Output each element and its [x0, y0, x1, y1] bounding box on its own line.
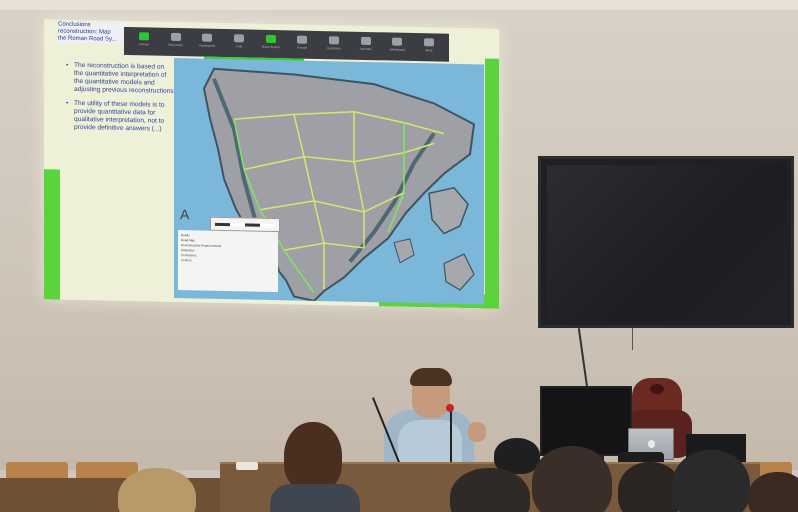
- chair-back-holes: [650, 384, 664, 394]
- video-icon: [170, 32, 181, 42]
- speaker-hand: [468, 422, 486, 442]
- slide-bullets: The reconstruction is based on the quant…: [66, 62, 174, 140]
- island: [393, 238, 415, 264]
- apple-logo-icon: [648, 440, 655, 448]
- coast-ridge: [348, 132, 436, 263]
- island: [443, 253, 475, 291]
- button-label: Unmute: [138, 42, 150, 47]
- map-legend: Roads Road Map Reconstructed Roads netwo…: [178, 230, 278, 293]
- legend-row: Centres: [181, 258, 192, 263]
- record-icon: [297, 35, 308, 44]
- speaker-shirt: [398, 420, 462, 466]
- audience-chair: [6, 462, 68, 480]
- button-label: Record: [297, 45, 308, 50]
- tv-screen: [547, 165, 787, 321]
- north-arrow-icon: A: [180, 206, 190, 223]
- slide-map: A Roads Road Map Reconstructed Roads net…: [174, 57, 484, 305]
- record-button[interactable]: Record: [287, 33, 319, 56]
- slide-accent-left: [44, 169, 60, 300]
- desk-monitor: [540, 386, 632, 456]
- audience-head: [532, 446, 612, 512]
- slide-bullet: The reconstruction is based on the quant…: [66, 62, 174, 96]
- audience-head: [748, 472, 798, 512]
- whiteboard-button[interactable]: Whiteboard: [382, 35, 414, 58]
- road-line: [353, 111, 365, 248]
- audience-head: [118, 468, 196, 512]
- tv-cable: [632, 328, 633, 350]
- audience-shoulders: [270, 484, 360, 512]
- paper-cup: [236, 462, 258, 470]
- button-label: Participants: [199, 43, 216, 48]
- audience-chair: [76, 462, 138, 480]
- slide-title: Conclusions reconstruction: Map the Roma…: [58, 21, 128, 44]
- zoom-toolbar: Unmute Stop Video Participants Chat Shar…: [124, 26, 449, 62]
- microphone-stand: [450, 410, 452, 466]
- chat-button[interactable]: Chat: [223, 32, 255, 55]
- button-label: Chat: [235, 44, 243, 49]
- button-label: Reactions: [327, 46, 341, 51]
- audience-head: [494, 438, 540, 474]
- whiteboard-icon: [392, 37, 403, 46]
- share-screen-button[interactable]: Share Screen: [255, 33, 287, 56]
- road-line: [387, 122, 405, 233]
- audience-head: [618, 462, 682, 512]
- unmute-button[interactable]: Unmute: [128, 30, 160, 53]
- participants-button[interactable]: Participants: [191, 31, 223, 54]
- road-line: [259, 192, 405, 213]
- chat-icon: [233, 34, 244, 43]
- stop-video-button[interactable]: Stop Video: [160, 31, 192, 54]
- reactions-icon: [329, 36, 340, 45]
- button-label: Stop Video: [168, 42, 183, 48]
- more-icon: [424, 38, 435, 47]
- slide-title-line: the Roman Road Sy...: [58, 35, 117, 43]
- slide-accent-right: [485, 58, 499, 309]
- share-screen-icon: [265, 34, 276, 44]
- ceiling: [0, 0, 798, 10]
- road-line: [293, 114, 325, 290]
- button-label: Annotate: [359, 46, 372, 52]
- wall-tv: [538, 156, 794, 328]
- button-label: Whiteboard: [389, 47, 406, 52]
- road-line: [233, 119, 315, 294]
- reactions-button[interactable]: Reactions: [318, 34, 350, 57]
- audience-head: [284, 422, 342, 492]
- annotate-button[interactable]: Annotate: [350, 35, 382, 58]
- annotate-icon: [360, 36, 371, 46]
- microphone-icon: [446, 404, 454, 412]
- island: [428, 186, 469, 235]
- speaker-hair: [410, 368, 452, 386]
- participants-icon: [202, 33, 213, 42]
- more-button[interactable]: More: [413, 36, 445, 59]
- projected-slide: Conclusions reconstruction: Map the Roma…: [44, 19, 499, 309]
- button-label: More: [425, 48, 433, 53]
- audience-head: [450, 468, 530, 512]
- audience-head: [672, 450, 750, 512]
- button-label: Share Screen: [261, 44, 280, 50]
- slide-bullet: The utility of these models is to provid…: [66, 100, 174, 134]
- map-scale-bar: [210, 216, 280, 233]
- microphone-icon: [138, 32, 149, 41]
